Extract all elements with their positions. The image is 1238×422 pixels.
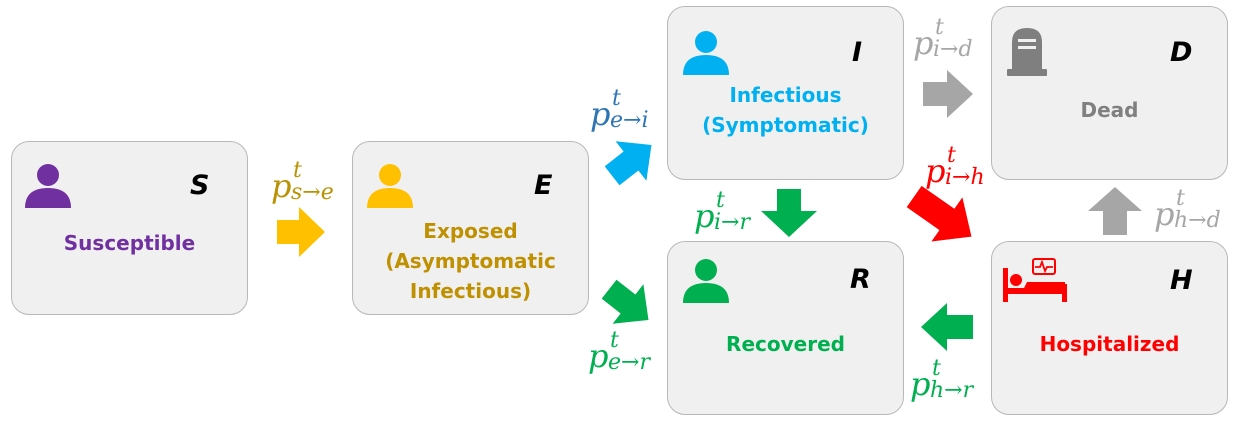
state-recovered: R Recovered [667,241,904,415]
arrow-s-to-e [277,207,325,257]
transition-label-i-to-d: p t i→d [913,15,973,62]
person-icon [367,164,413,208]
transition-label-h-to-d: p t h→d [1154,186,1221,233]
person-icon [683,259,729,303]
state-label: Susceptible [63,231,196,255]
state-infectious: I Infectious (Symptomatic) [667,6,904,180]
arrow-i-to-d [923,70,973,118]
transition-label-e-to-i: p t e→i [590,86,649,133]
state-letter: D [1170,37,1193,68]
transition-label-i-to-r: p t i→r [694,188,750,235]
state-letter: H [1170,265,1193,296]
transition-label-s-to-e: p t s→e [271,158,334,205]
state-letter: S [190,170,210,201]
transition-label-i-to-h: p t i→h [925,143,985,190]
arrow-i-to-h [906,185,972,242]
arrow-h-to-r [921,303,973,351]
state-hospitalized: H Hospitalized [991,241,1228,415]
state-letter: I [852,37,863,68]
state-label: Dead [1080,98,1139,122]
transition-label-h-to-r: p t h→r [910,356,974,403]
person-icon [25,164,71,208]
hospital-bed-icon [1003,258,1067,302]
state-dead: D Dead [991,6,1228,180]
state-letter: R [850,264,871,295]
state-label: Recovered [726,332,845,356]
state-susceptible: S Susceptible [11,141,248,315]
tombstone-icon [1007,28,1047,76]
arrow-e-to-i [604,141,652,186]
state-label: Exposed (Asymptomatic Infectious) [385,219,556,303]
state-letter: E [534,170,553,201]
state-label: Hospitalized [1039,332,1180,356]
transition-label-e-to-r: p t e→r [588,328,650,375]
state-exposed: E Exposed (Asymptomatic Infectious) [352,141,589,315]
person-icon [683,31,729,75]
arrow-e-to-r [601,279,649,324]
arrow-h-to-d [1088,187,1142,235]
state-label: Infectious (Symptomatic) [702,83,869,137]
arrow-i-to-r [761,189,817,237]
